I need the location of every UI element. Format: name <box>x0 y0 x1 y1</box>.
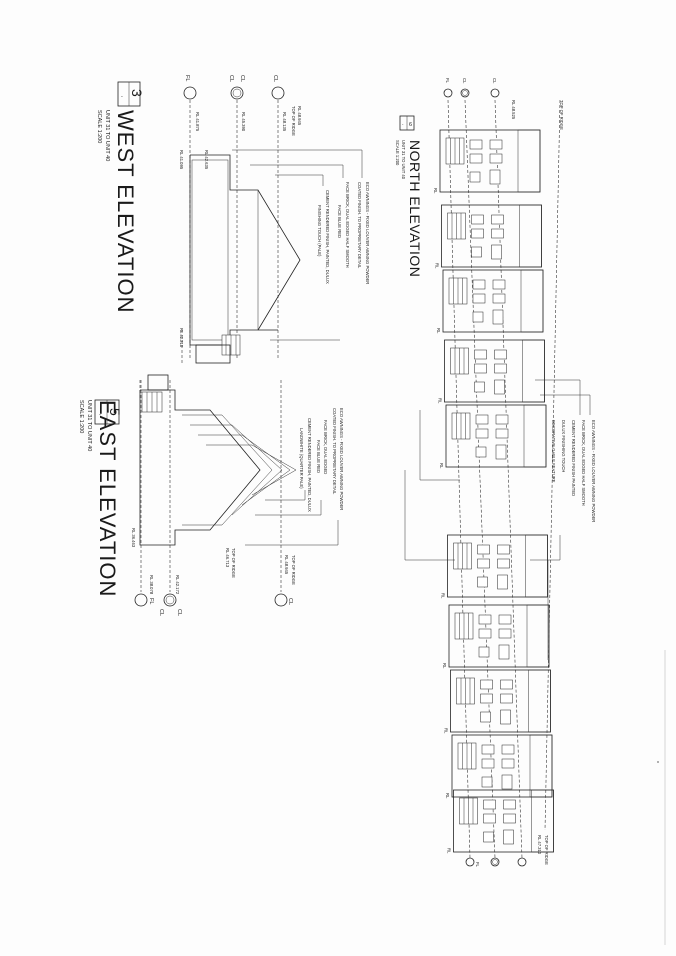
north-unit-module: RL <box>444 669 551 734</box>
north-unit-module: RL <box>435 204 542 269</box>
north-unit-rl-label: RL <box>441 593 446 599</box>
west-rl-41: RL 41.875 <box>195 112 200 132</box>
east-elevation-subtitle: UNIT 31 TO UNIT 40 <box>86 400 92 451</box>
north-level-markers-bottom: FL TOP OF RIDGE RL 47.310 <box>465 835 549 868</box>
north-unit-rl-label: RL <box>433 188 438 194</box>
east-rl-b: RL 38.078 <box>149 575 154 595</box>
north-note-2: FACE BRICK, DUAL EDGED HALF SMOOTH <box>581 420 586 506</box>
north-elevation-title: NORTH ELEVATION <box>407 140 423 277</box>
north-unit-module: RL <box>441 534 548 599</box>
west-level-cl2: CL <box>239 75 245 82</box>
north-ref-box: 6 - <box>399 115 415 131</box>
north-unit-rl-label: RL <box>438 398 443 404</box>
west-ref-number: 3 <box>129 89 145 97</box>
west-rl-45: RL 45.390 <box>241 112 246 132</box>
north-level-markers-top: FL CL CL TOP OF RIDGE RL 48.525 <box>443 78 564 130</box>
north-elevation-scale: SCALE 1:200 <box>395 140 400 166</box>
east-elevation-scale: SCALE 1:200 <box>78 400 84 433</box>
east-ref-number: 5 <box>107 408 123 416</box>
north-unit-rl-label: RL <box>436 328 441 334</box>
east-note-4: FACE BLUE RED <box>316 440 321 473</box>
west-building-outline <box>181 154 301 365</box>
north-rl-end: RL 47.310 <box>537 835 542 855</box>
east-level-fl: FL <box>148 598 154 604</box>
east-rl-a: RL 42.172 <box>175 575 180 595</box>
north-ref-number: 6 <box>409 122 412 128</box>
west-note-6: FINISHING TOUCH (PALE) <box>317 205 322 257</box>
north-unit-rl-label: RL <box>447 848 452 854</box>
west-rl-48: RL 48.135 <box>282 112 287 132</box>
north-unit-module: RL <box>447 789 554 854</box>
west-notes: ECO AWNINGS - FIXED LOUVER AWNING POWDER… <box>232 149 370 341</box>
east-note-2: COATED FINISH. TO PROPRIETARY DETAIL <box>332 408 337 495</box>
west-elevation-title: WEST ELEVATION <box>113 110 138 313</box>
east-note-1: ECO AWNINGS - FIXED LOUVER AWNING POWDER <box>339 408 344 510</box>
north-ref-sub: - <box>402 122 404 127</box>
west-note-5: CEMENT RENDERED FINISH, PAINTED, DULUX <box>325 190 330 284</box>
east-elevation-title: EAST ELEVATION <box>95 400 120 597</box>
east-level-cl1: CL <box>158 609 164 616</box>
north-note-4: DULUX FINISHING TOUCH <box>561 420 566 472</box>
west-ref-box: 3 - <box>117 81 145 107</box>
north-unit-module: RL <box>433 129 541 194</box>
west-rl-42b: RL 42.210 <box>179 328 184 348</box>
north-level-fl2: FL <box>475 862 480 868</box>
north-note-5: DECORATIVE GABLE FEATURE <box>551 420 556 483</box>
north-unit-rl-label: RL <box>439 463 444 469</box>
west-elevation-scale: SCALE 1:200 <box>96 110 102 143</box>
north-level-fl: FL <box>445 78 450 84</box>
west-level-cl3: CL <box>272 75 278 82</box>
north-unit-module: RL <box>438 339 545 404</box>
east-level-cl2: CL <box>176 609 182 616</box>
west-rl-top: RL 48.945 <box>297 106 302 126</box>
east-top-ridge: TOP OF RIDGE <box>291 555 296 585</box>
west-elevation: WEST ELEVATION UNIT 31 TO UNIT 40 SCALE … <box>96 75 370 365</box>
west-elevation-subtitle: UNIT 31 TO UNIT 40 <box>104 110 110 161</box>
east-note-3: FACE BRICK, DUAL EDGED <box>323 420 328 474</box>
north-unit-rl-label: RL <box>435 263 440 269</box>
east-level-cl3: CL <box>287 598 293 605</box>
east-note-6: LANDWHITE (QUARTER PALE) <box>299 428 304 489</box>
north-unit-modules: RL RL RL RL RL RL RL RL RL RL <box>433 129 554 854</box>
west-rl-41b: RL 41.095 <box>179 150 184 170</box>
north-rl-start: RL 48.525 <box>511 100 516 120</box>
north-top-ridge: TOP OF RIDGE <box>559 100 564 130</box>
north-unit-module: RL <box>442 604 550 669</box>
north-elevation-subtitle: UNIT 31 TO UNIT 40 <box>401 140 406 180</box>
west-top-ridge: TOP OF RIDGE <box>291 106 296 136</box>
east-top-ridge2: TOP OF RIDGE <box>231 548 236 578</box>
north-level-cl1: CL <box>462 78 467 84</box>
east-rl-c: RL 36.463 <box>131 528 136 548</box>
north-unit-module: RL <box>436 269 544 334</box>
north-note-1: ECO AWNINGS - FIXED LOUVER AWNING POWDER <box>591 420 596 522</box>
east-notes: ECO AWNINGS - FIXED LOUVER AWNING POWDER… <box>245 408 344 546</box>
west-level-cl1: CL <box>228 75 234 82</box>
west-note-1: ECO AWNINGS - FIXED LOUVER AWNING POWDER <box>365 182 370 284</box>
north-note-3: CEMENT RENDERED FINISH PAINTED <box>571 420 576 496</box>
east-level-markers: FL CL CL CL <box>134 593 293 616</box>
west-note-4: FACE BLUE RED <box>337 205 342 238</box>
north-unit-rl-label: RL <box>445 793 450 799</box>
east-ref-box: 5 - <box>94 399 123 425</box>
east-note-5: CEMENT RENDERED FINISH, PAINTED, DULUX <box>307 418 312 512</box>
north-unit-rl-label: RL <box>442 663 447 669</box>
north-unit-module: RL <box>445 734 553 799</box>
east-rl-top: RL 48.945 <box>284 555 289 575</box>
north-unit-rl-label: RL <box>444 728 449 734</box>
west-note-2: COATED FINISH. TO PROPRIETARY DETAIL <box>357 182 362 269</box>
west-note-3: FACE BRICK, DUAL EDGED HALF SMOOTH <box>345 182 350 268</box>
west-level-markers: FL CL CL CL <box>183 75 285 100</box>
north-top-ridge2: TOP OF RIDGE <box>544 835 549 865</box>
east-rl-top2: RL 46.713 <box>225 548 230 568</box>
east-ref-sub: - <box>99 412 101 418</box>
east-elevation: EAST ELEVATION UNIT 31 TO UNIT 40 SCALE … <box>78 374 344 616</box>
west-ref-sub: - <box>121 94 123 100</box>
north-notes: ECO AWNINGS - FIXED LOUVER AWNING POWDER… <box>404 379 596 660</box>
north-level-cl2: CL <box>492 78 497 84</box>
east-building-outline <box>139 374 297 546</box>
west-level-fl: FL <box>184 75 190 81</box>
north-elevation: NORTH ELEVATION UNIT 31 TO UNIT 40 SCALE… <box>395 78 596 868</box>
north-unit-module: RL <box>439 404 547 469</box>
